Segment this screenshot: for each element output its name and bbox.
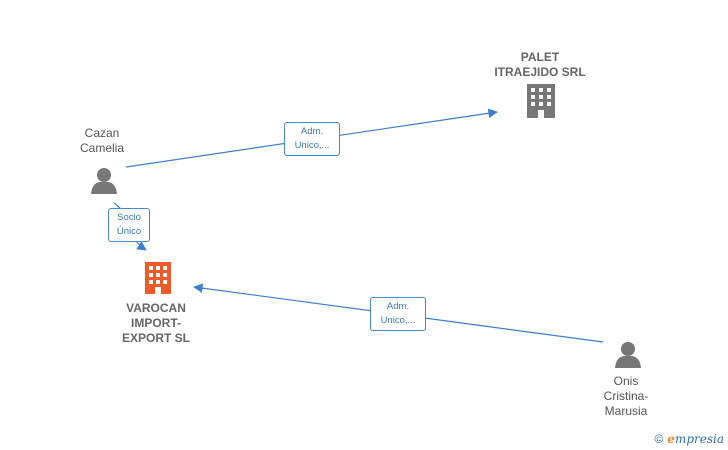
edge-label-onis-varocan[interactable]: Adm. Unico,... [370, 297, 426, 331]
edge-label-cazan-varocan[interactable]: Socio Único [108, 208, 150, 242]
node-label-cazan[interactable]: Cazan Camelia [79, 126, 124, 155]
building-icon[interactable] [527, 84, 555, 118]
edge-label-cazan-palet[interactable]: Adm. Unico,... [284, 122, 340, 156]
brand-logo: empresia [667, 432, 724, 446]
node-label-palet[interactable]: PALET ITRAEJIDO SRL [494, 50, 586, 79]
person-icon[interactable] [91, 168, 117, 194]
node-label-onis[interactable]: Onis Cristina- Marusia [603, 374, 649, 418]
building-icon[interactable] [145, 262, 171, 294]
copyright-symbol: © [654, 432, 664, 446]
node-label-varocan[interactable]: VAROCAN IMPORT- EXPORT SL [121, 301, 190, 345]
person-icon[interactable] [615, 342, 641, 368]
footer-brand: © empresia [654, 432, 724, 446]
